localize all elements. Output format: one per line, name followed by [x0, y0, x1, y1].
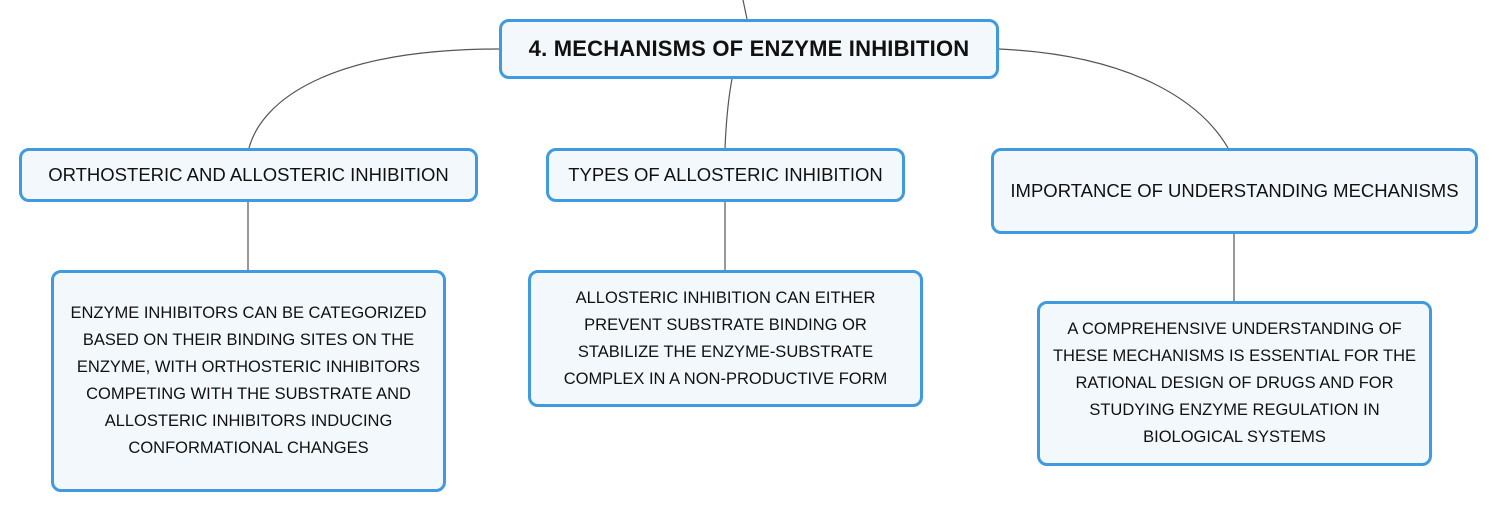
- topic-node-orthosteric-allosteric[interactable]: ORTHOSTERIC AND ALLOSTERIC INHIBITION: [19, 148, 478, 202]
- detail-node-text: ALLOSTERIC INHIBITION CAN EITHER PREVENT…: [563, 288, 888, 388]
- connector-root-to-import: [998, 48, 1229, 149]
- connector-parent-to-root: [742, 0, 748, 20]
- topic-node-title: IMPORTANCE OF UNDERSTANDING MECHANISMS: [1010, 180, 1459, 201]
- connector-root-to-ortho: [248, 48, 500, 149]
- detail-node-types-allosteric[interactable]: ALLOSTERIC INHIBITION CAN EITHER PREVENT…: [528, 270, 923, 407]
- connector-root-to-types: [724, 78, 733, 149]
- topic-node-title: ORTHOSTERIC AND ALLOSTERIC INHIBITION: [48, 164, 449, 185]
- root-node[interactable]: 4. MECHANISMS OF ENZYME INHIBITION: [499, 19, 999, 79]
- topic-node-types-allosteric[interactable]: TYPES OF ALLOSTERIC INHIBITION: [546, 148, 905, 202]
- topic-node-importance[interactable]: IMPORTANCE OF UNDERSTANDING MECHANISMS: [991, 148, 1478, 234]
- detail-node-importance[interactable]: A COMPREHENSIVE UNDERSTANDING OF THESE M…: [1037, 301, 1432, 466]
- detail-node-orthosteric-allosteric[interactable]: ENZYME INHIBITORS CAN BE CATEGORIZED BAS…: [51, 270, 446, 492]
- root-node-title: 4. MECHANISMS OF ENZYME INHIBITION: [528, 36, 970, 61]
- topic-node-title: TYPES OF ALLOSTERIC INHIBITION: [568, 164, 883, 185]
- detail-node-text: A COMPREHENSIVE UNDERSTANDING OF THESE M…: [1052, 320, 1417, 446]
- detail-node-text: ENZYME INHIBITORS CAN BE CATEGORIZED BAS…: [70, 304, 427, 457]
